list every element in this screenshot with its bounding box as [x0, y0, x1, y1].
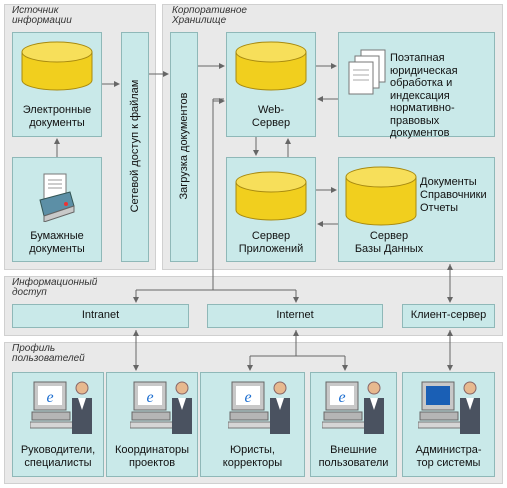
- internet-box: [207, 304, 383, 328]
- svg-text:e: e: [46, 389, 53, 406]
- scanner-icon: [39, 173, 75, 222]
- user-computer-icon: e: [30, 381, 92, 434]
- user-label-2: Юристы, корректоры: [222, 444, 283, 469]
- user-computer-icon: e: [130, 381, 192, 434]
- doc-upload-box: [170, 32, 198, 262]
- region-profile-label: Профиль пользователей: [12, 343, 85, 364]
- svg-text:e: e: [338, 389, 345, 406]
- internet-label: Internet: [276, 309, 314, 321]
- region-access-label: Информационный доступ: [12, 277, 98, 298]
- database-cylinder-icon: [345, 166, 417, 226]
- client-server-box: [402, 304, 495, 328]
- client-server-label: Клиент-сервер: [410, 309, 487, 321]
- web-server-label: Web- Сервер: [251, 104, 291, 129]
- admin-computer-icon: [418, 381, 480, 434]
- intranet-label: Intranet: [81, 309, 120, 321]
- db-server-label: Сервер Базы Данных: [354, 230, 424, 255]
- region-storage-label: Корпоративное Хранилище: [172, 5, 247, 26]
- documents-stack-icon: [348, 49, 386, 95]
- network-access-box: [121, 32, 149, 262]
- database-cylinder-icon: [235, 171, 307, 221]
- user-label-1: Координаторы проектов: [114, 444, 190, 469]
- paper-docs-label: Бумажные документы: [29, 230, 85, 255]
- electronic-docs-label: Электронные документы: [22, 104, 92, 129]
- region-sources-label: Источник информации: [12, 5, 72, 26]
- db-outputs-label: Документы Справочники Отчеты: [420, 176, 487, 214]
- user-computer-icon: e: [322, 381, 384, 434]
- svg-text:e: e: [146, 389, 153, 406]
- user-label-4: Администра- тор системы: [415, 444, 482, 469]
- database-cylinder-icon: [235, 41, 307, 91]
- svg-text:e: e: [244, 389, 251, 406]
- user-label-3: Внешние пользователи: [318, 444, 389, 469]
- user-computer-icon: e: [228, 381, 290, 434]
- database-cylinder-icon: [21, 41, 93, 91]
- intranet-box: [12, 304, 189, 328]
- processing-label: Поэтапная юридическая обработка и индекс…: [390, 52, 458, 139]
- app-server-label: Сервер Приложений: [238, 230, 304, 255]
- user-label-0: Руководители, специалисты: [20, 444, 96, 469]
